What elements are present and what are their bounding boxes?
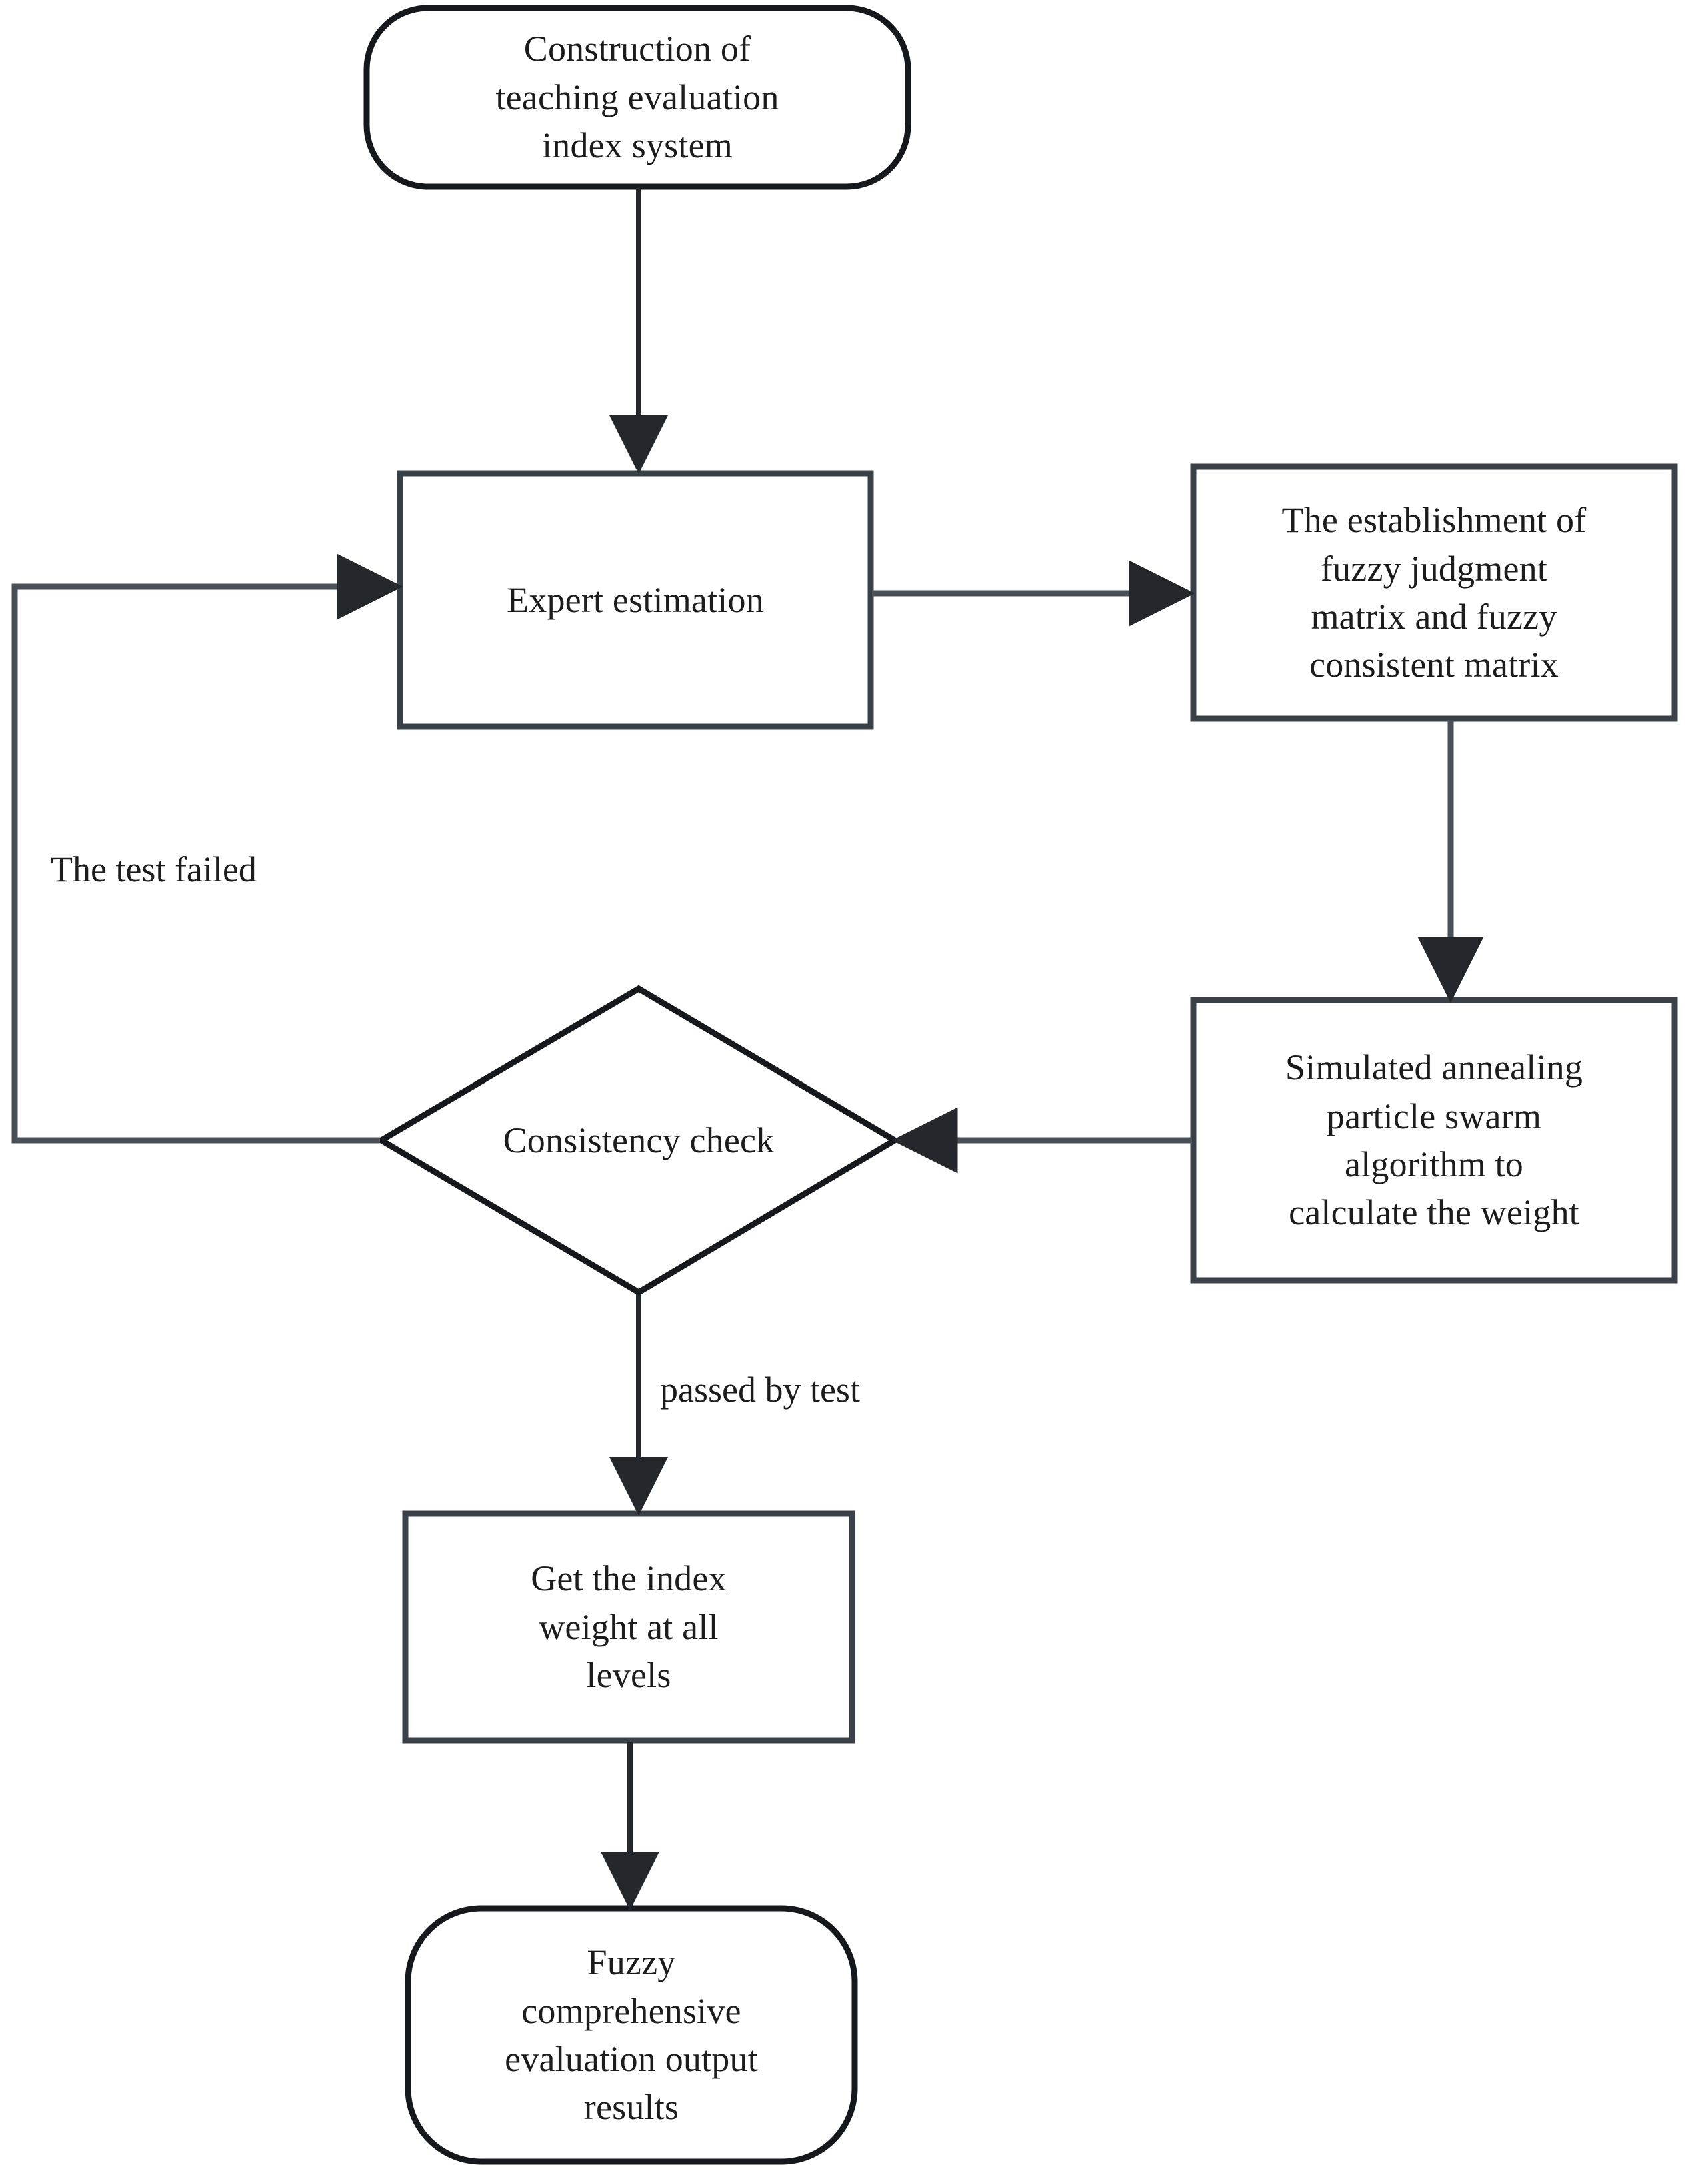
node-expert-estimation-shape xyxy=(397,470,874,730)
node-output-results-shape xyxy=(405,1905,858,2165)
node-sa-pso-shape xyxy=(1190,997,1678,1284)
edge-label-test-failed: The test failed xyxy=(51,849,257,889)
node-construction-shape xyxy=(363,5,911,190)
node-fuzzy-matrix-shape xyxy=(1190,463,1678,722)
edge-consistency-to-expert-failed xyxy=(11,553,403,1144)
edge-label-passed-by-test: passed by test xyxy=(660,1370,860,1410)
node-consistency-check-shape xyxy=(375,985,901,1296)
node-index-weight-shape xyxy=(402,1510,855,1744)
